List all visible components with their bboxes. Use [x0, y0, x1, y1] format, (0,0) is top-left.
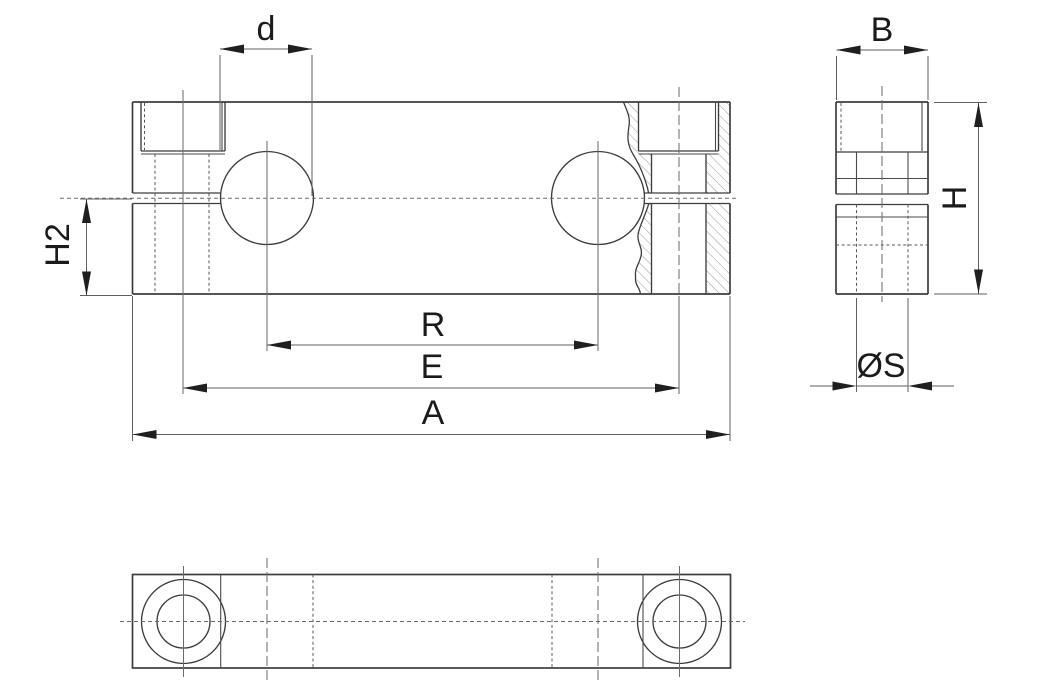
dim-label-H2: H2 [39, 223, 77, 266]
arrow-right [706, 430, 730, 439]
arrow-left [836, 45, 861, 55]
arrow-up [974, 103, 983, 127]
hatch-lower-left [635, 203, 652, 294]
dimension-A: A [132, 296, 731, 441]
dim-label-B: B [871, 11, 894, 49]
counterbore-right-section [637, 102, 720, 294]
arrow-down [974, 269, 983, 294]
side-view [835, 86, 929, 302]
arrow-left [220, 44, 244, 54]
dim-label-d: d [257, 10, 276, 48]
arrow-right [574, 340, 598, 350]
arrow-down [82, 271, 91, 296]
dim-label-A: A [422, 394, 445, 432]
arrow-left [183, 383, 207, 393]
arrow-right [288, 44, 312, 54]
dimension-E: E [183, 296, 680, 394]
dimension-B: B [836, 11, 929, 100]
dim-label-OS: ØS [856, 347, 905, 385]
hatch-upper-left [623, 102, 652, 193]
arrow-right [904, 45, 928, 55]
hatch-upper-right [706, 102, 730, 193]
dimension-OS: ØS [810, 298, 954, 392]
dimension-d: d [219, 10, 313, 196]
dimension-H: H [934, 102, 987, 295]
arrow-left-in [908, 381, 932, 391]
dimension-R: R [267, 306, 598, 350]
dim-label-R: R [421, 306, 446, 344]
dim-label-H: H [936, 186, 974, 211]
front-view [60, 87, 739, 394]
arrow-left [132, 430, 157, 439]
dim-label-E: E [421, 348, 444, 386]
top-view [120, 558, 745, 684]
arrow-right [655, 383, 679, 393]
dimension-H2: H2 [39, 198, 132, 296]
break-line-lower [634, 203, 650, 295]
arrow-up [82, 199, 91, 223]
arrow-right-in [832, 381, 857, 391]
arrow-left [267, 340, 291, 350]
break-line-upper [622, 101, 650, 194]
hatch-lower-right [706, 203, 730, 294]
